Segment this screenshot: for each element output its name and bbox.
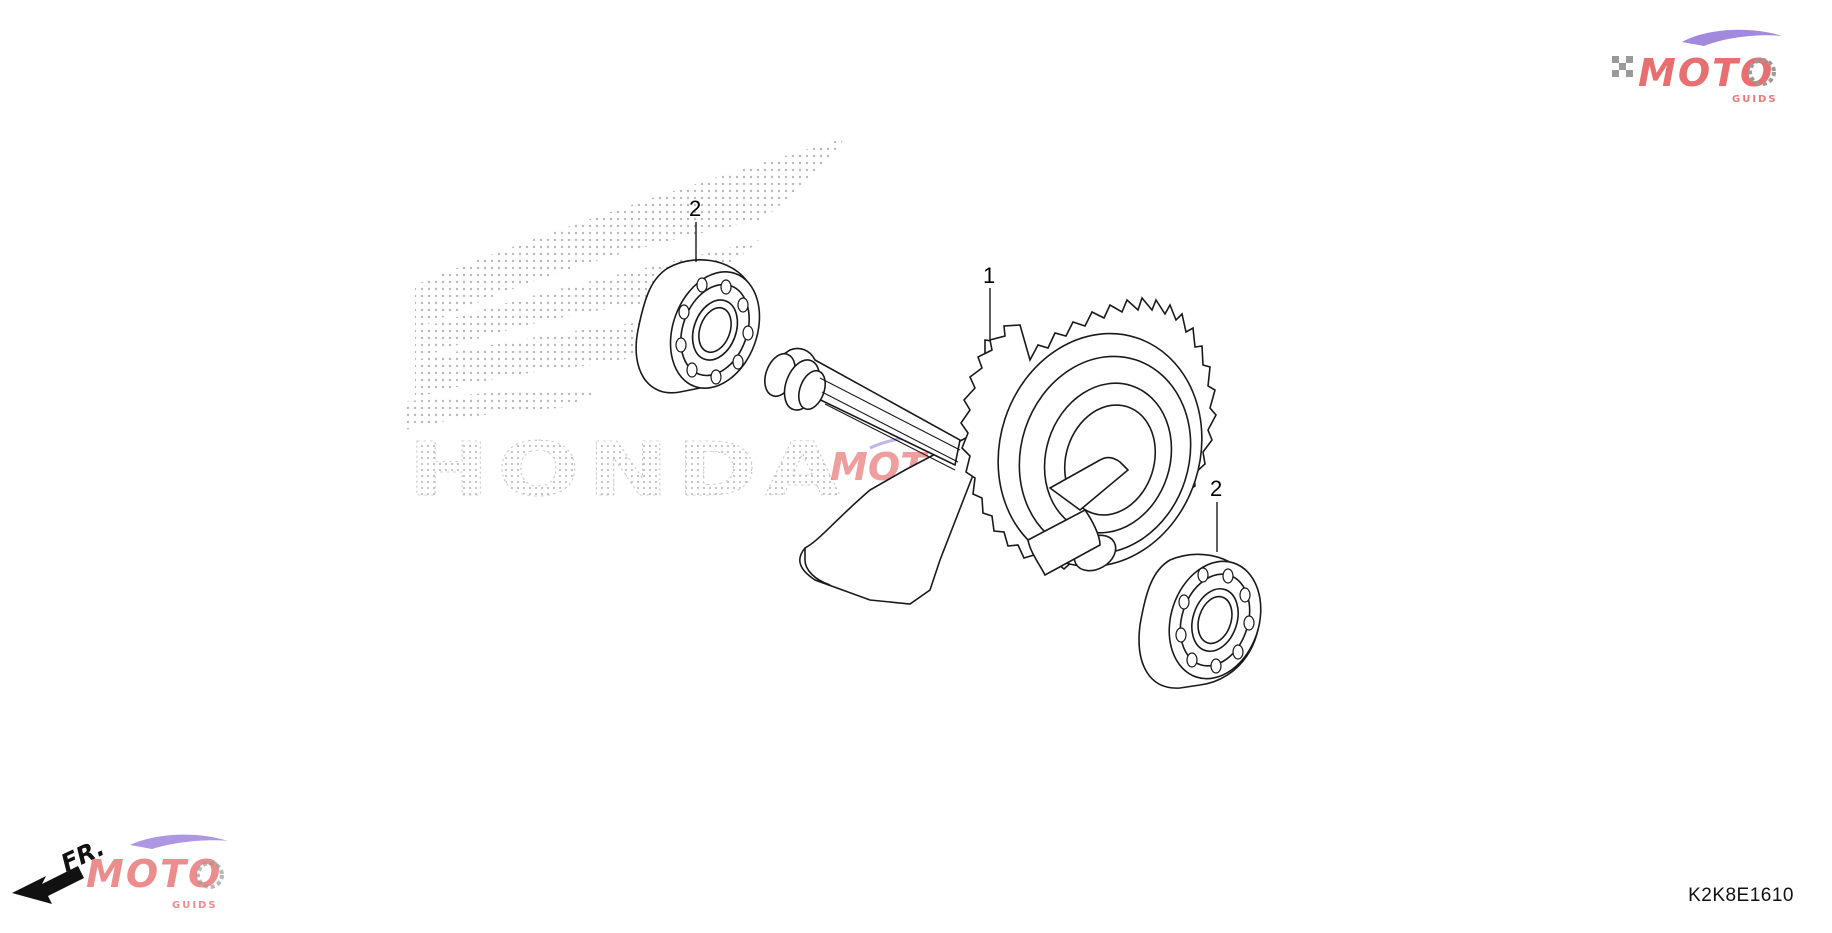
callout-part-2-lower: 2 bbox=[1210, 476, 1222, 552]
guids-logo-bottom-text: GUIDS bbox=[172, 900, 218, 911]
bearing-lower bbox=[1138, 553, 1262, 689]
moto-guids-logo-bottom: MOTO GUIDS bbox=[86, 834, 228, 911]
bearing-upper bbox=[635, 259, 761, 394]
callout-label-2-lower: 2 bbox=[1210, 476, 1222, 501]
moto-logo-text: MOTO bbox=[1638, 51, 1774, 95]
balancer-shaft-assembly bbox=[764, 296, 1217, 605]
callout-label-1: 1 bbox=[983, 263, 995, 288]
callout-part-1: 1 bbox=[983, 263, 995, 340]
honda-watermark-text: HONDA bbox=[408, 427, 848, 513]
moto-guids-logo-top: MOTO GUIDS bbox=[1612, 29, 1782, 105]
callout-label-2-upper: 2 bbox=[689, 196, 701, 221]
moto-logo-bottom-text: MOTO bbox=[86, 852, 222, 896]
callout-part-2-upper: 2 bbox=[689, 196, 701, 262]
guids-logo-text: GUIDS bbox=[1732, 94, 1778, 105]
diagram-code: K2K8E1610 bbox=[1688, 885, 1794, 906]
